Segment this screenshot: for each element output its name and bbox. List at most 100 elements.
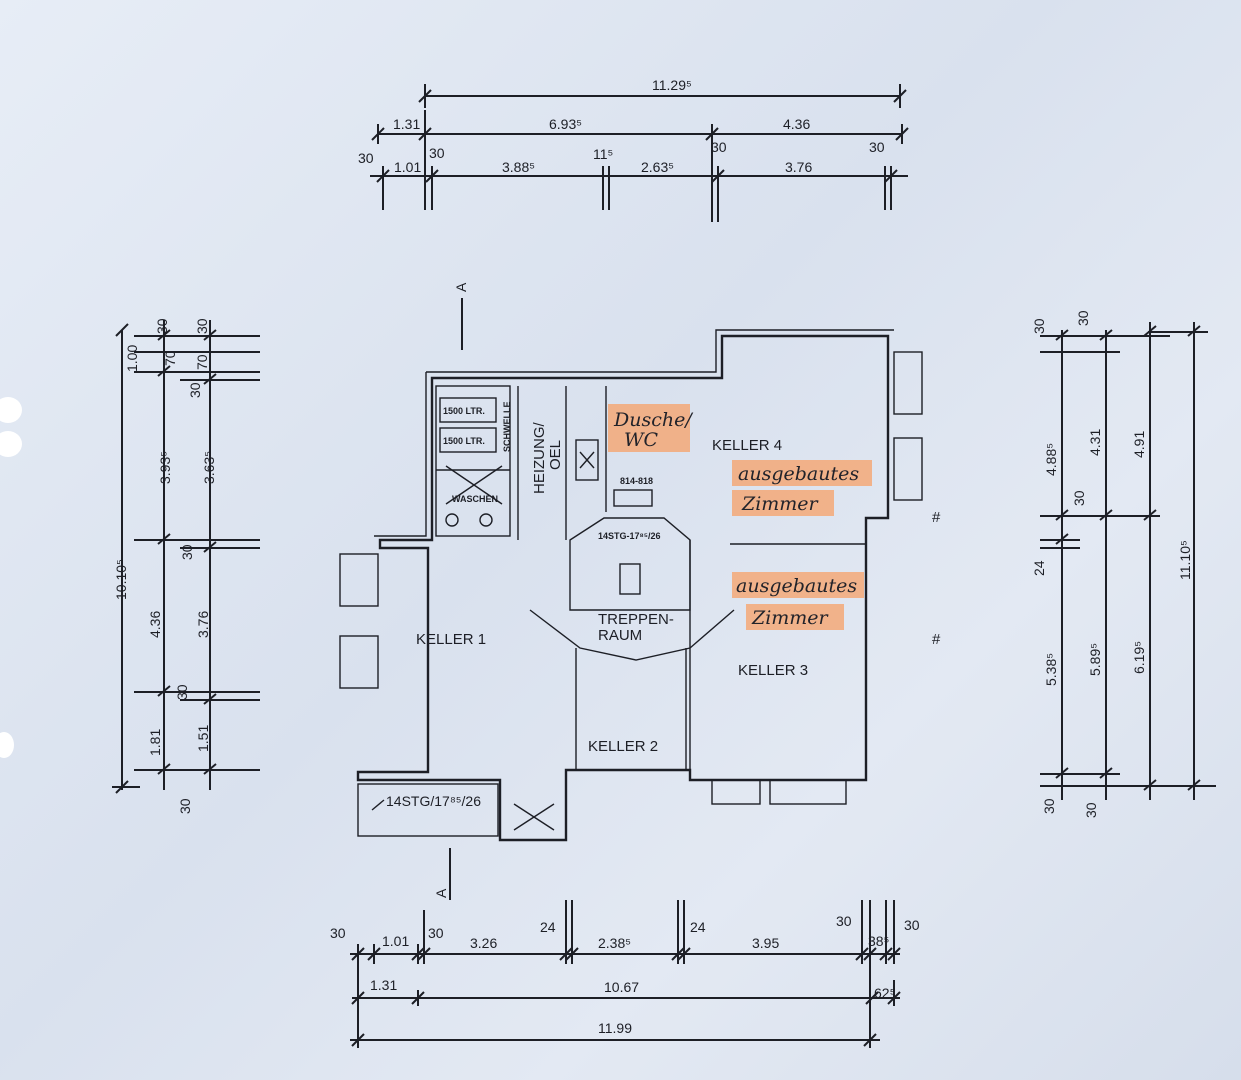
handwritten-notes: Dusche/ WC ausgebautes Zimmer ausgebaute…	[608, 404, 872, 630]
dim-left-3635: 3.63⁵	[201, 451, 217, 484]
binder-hole-3	[0, 732, 14, 758]
note-dusche-line1: Dusche/	[613, 409, 693, 431]
dim-right-11105: 11.10⁵	[1177, 540, 1193, 580]
dim-right-24: 24	[1031, 560, 1047, 576]
dim-right-4885: 4.88⁵	[1043, 443, 1059, 476]
section-mark-top: A	[453, 282, 469, 292]
dim-left-30e: 30	[174, 684, 190, 700]
hash-mark-1: #	[932, 509, 941, 526]
dim-right-431: 4.31	[1087, 429, 1103, 456]
dim-bottom-101: 1.01	[382, 933, 409, 949]
dim-bottom-30a: 30	[330, 925, 346, 941]
dim-top-115: 11⁵	[593, 146, 613, 162]
dim-bottom-395: 3.95	[752, 935, 779, 951]
note-keller3-line1: ausgebautes	[736, 575, 857, 597]
dim-top-6935: 6.93⁵	[549, 116, 582, 132]
dim-top-2635: 2.63⁵	[641, 159, 674, 175]
dim-bottom-30c: 30	[836, 913, 852, 929]
section-marks: A A	[433, 282, 469, 900]
room-keller-1: KELLER 1	[416, 631, 486, 648]
dim-top-3885: 3.88⁵	[502, 159, 535, 175]
dim-right-30c: 30	[1071, 490, 1087, 506]
floor-plan-walls: # #	[339, 329, 941, 842]
dim-left-30d: 30	[179, 544, 195, 560]
dim-bottom-30b: 30	[428, 925, 444, 941]
dim-bottom-24a: 24	[540, 919, 556, 935]
dim-bottom-2385: 2.38⁵	[598, 935, 631, 951]
threshold-label: SCHWELLE	[502, 402, 512, 453]
dim-right-30e: 30	[1083, 802, 1099, 818]
dim-top-101: 1.01	[394, 159, 421, 175]
dim-top-30-b: 30	[711, 139, 727, 155]
dim-left-70b: 70	[194, 354, 210, 370]
dim-top-30-a: 30	[429, 145, 445, 161]
highlight-keller3-line2	[746, 604, 844, 630]
dim-right-6195: 6.19⁵	[1131, 641, 1147, 674]
dim-bottom-overall: 11.99	[598, 1020, 632, 1036]
dim-left-3935: 3.93⁵	[157, 451, 173, 484]
dim-right-30d: 30	[1041, 798, 1057, 814]
highlight-dusche	[608, 404, 690, 452]
room-keller-4: KELLER 4	[712, 437, 782, 454]
note-dusche-line2: WC	[624, 429, 659, 451]
hash-mark-2: #	[932, 631, 941, 648]
tank-label-1: 1500 LTR.	[443, 406, 485, 416]
dim-right-30a: 30	[1031, 318, 1047, 334]
room-heizung-line1: HEIZUNG/	[531, 422, 548, 495]
room-keller-3: KELLER 3	[738, 662, 808, 679]
dim-top-131: 1.31	[393, 116, 420, 132]
dim-right-30b: 30	[1075, 310, 1091, 326]
room-labels: KELLER 1 KELLER 2 KELLER 3 KELLER 4 TREP…	[386, 402, 808, 810]
dim-right-491: 4.91	[1131, 431, 1147, 458]
dim-left-30c: 30	[187, 382, 203, 398]
binder-hole-2	[0, 431, 22, 457]
dim-left-30a: 30	[154, 318, 170, 334]
dim-left-181: 1.81	[147, 729, 163, 756]
dim-left-70a: 70	[162, 350, 178, 366]
note-keller4-line2: Zimmer	[741, 493, 820, 515]
dim-left-30f: 30	[177, 798, 193, 814]
dim-bottom-1067: 10.67	[604, 979, 639, 995]
dim-left-436: 4.36	[147, 611, 163, 638]
washing-label: WASCHEN	[452, 494, 498, 504]
dim-right-5385: 5.38⁵	[1043, 653, 1059, 686]
room-treppenraum-line2: RAUM	[598, 627, 642, 644]
dim-right-5895: 5.89⁵	[1087, 643, 1103, 676]
highlight-keller3-line1	[732, 572, 864, 598]
dim-top-30-left: 30	[358, 150, 374, 166]
highlight-keller4-line2	[732, 490, 834, 516]
binder-holes	[0, 397, 22, 758]
section-mark-bottom: A	[433, 888, 449, 898]
dim-left-376: 3.76	[195, 611, 211, 638]
window-code-label: 814-818	[620, 476, 653, 486]
dim-bottom-131: 1.31	[370, 977, 397, 993]
dim-top-376: 3.76	[785, 159, 812, 175]
dim-bottom-30d: 30	[904, 917, 920, 933]
room-treppenraum-line1: TREPPEN-	[598, 611, 674, 628]
binder-hole-1	[0, 397, 22, 423]
stair-label-bottom: 14STG/17⁸⁵/26	[386, 793, 481, 809]
room-heizung-line2: OEL	[547, 440, 564, 470]
dim-bottom-326: 3.26	[470, 935, 497, 951]
stair-label-top: 14STG-17⁸⁵/26	[598, 531, 661, 541]
dim-bottom-24b: 24	[690, 919, 706, 935]
note-keller3-line2: Zimmer	[751, 607, 830, 629]
dim-left-151: 1.51	[195, 725, 211, 752]
dim-top-30-right: 30	[869, 139, 885, 155]
dim-left-100: 1.00	[124, 345, 140, 372]
right-dimension-chain: 30 30 4.88⁵ 4.31 4.91 30 24 5.38⁵ 5.89⁵ …	[1031, 310, 1216, 818]
highlight-keller4-line1	[732, 460, 872, 486]
dim-left-overall: 10.10⁵	[113, 559, 129, 600]
bottom-dimension-chain: 30 1.01 30 3.26 24 2.38⁵ 24 3.95 30 38⁵ …	[330, 900, 920, 1048]
tank-label-2: 1500 LTR.	[443, 436, 485, 446]
left-dimension-chain: 10.10⁵ 1.00 70 30 30 70 30 3.93⁵ 3.63⁵ 3…	[112, 318, 260, 814]
dim-top-436: 4.36	[783, 116, 810, 132]
note-keller4-line1: ausgebautes	[738, 463, 859, 485]
dim-left-30b: 30	[194, 318, 210, 334]
dim-bottom-385: 38⁵	[868, 933, 889, 949]
room-keller-2: KELLER 2	[588, 738, 658, 755]
dim-bottom-625: 62⁵	[874, 985, 895, 1001]
top-dimension-chain: 11.29⁵ 1.31 6.93⁵ 4.36 30 1.01 30 3.88⁵ …	[358, 77, 909, 222]
